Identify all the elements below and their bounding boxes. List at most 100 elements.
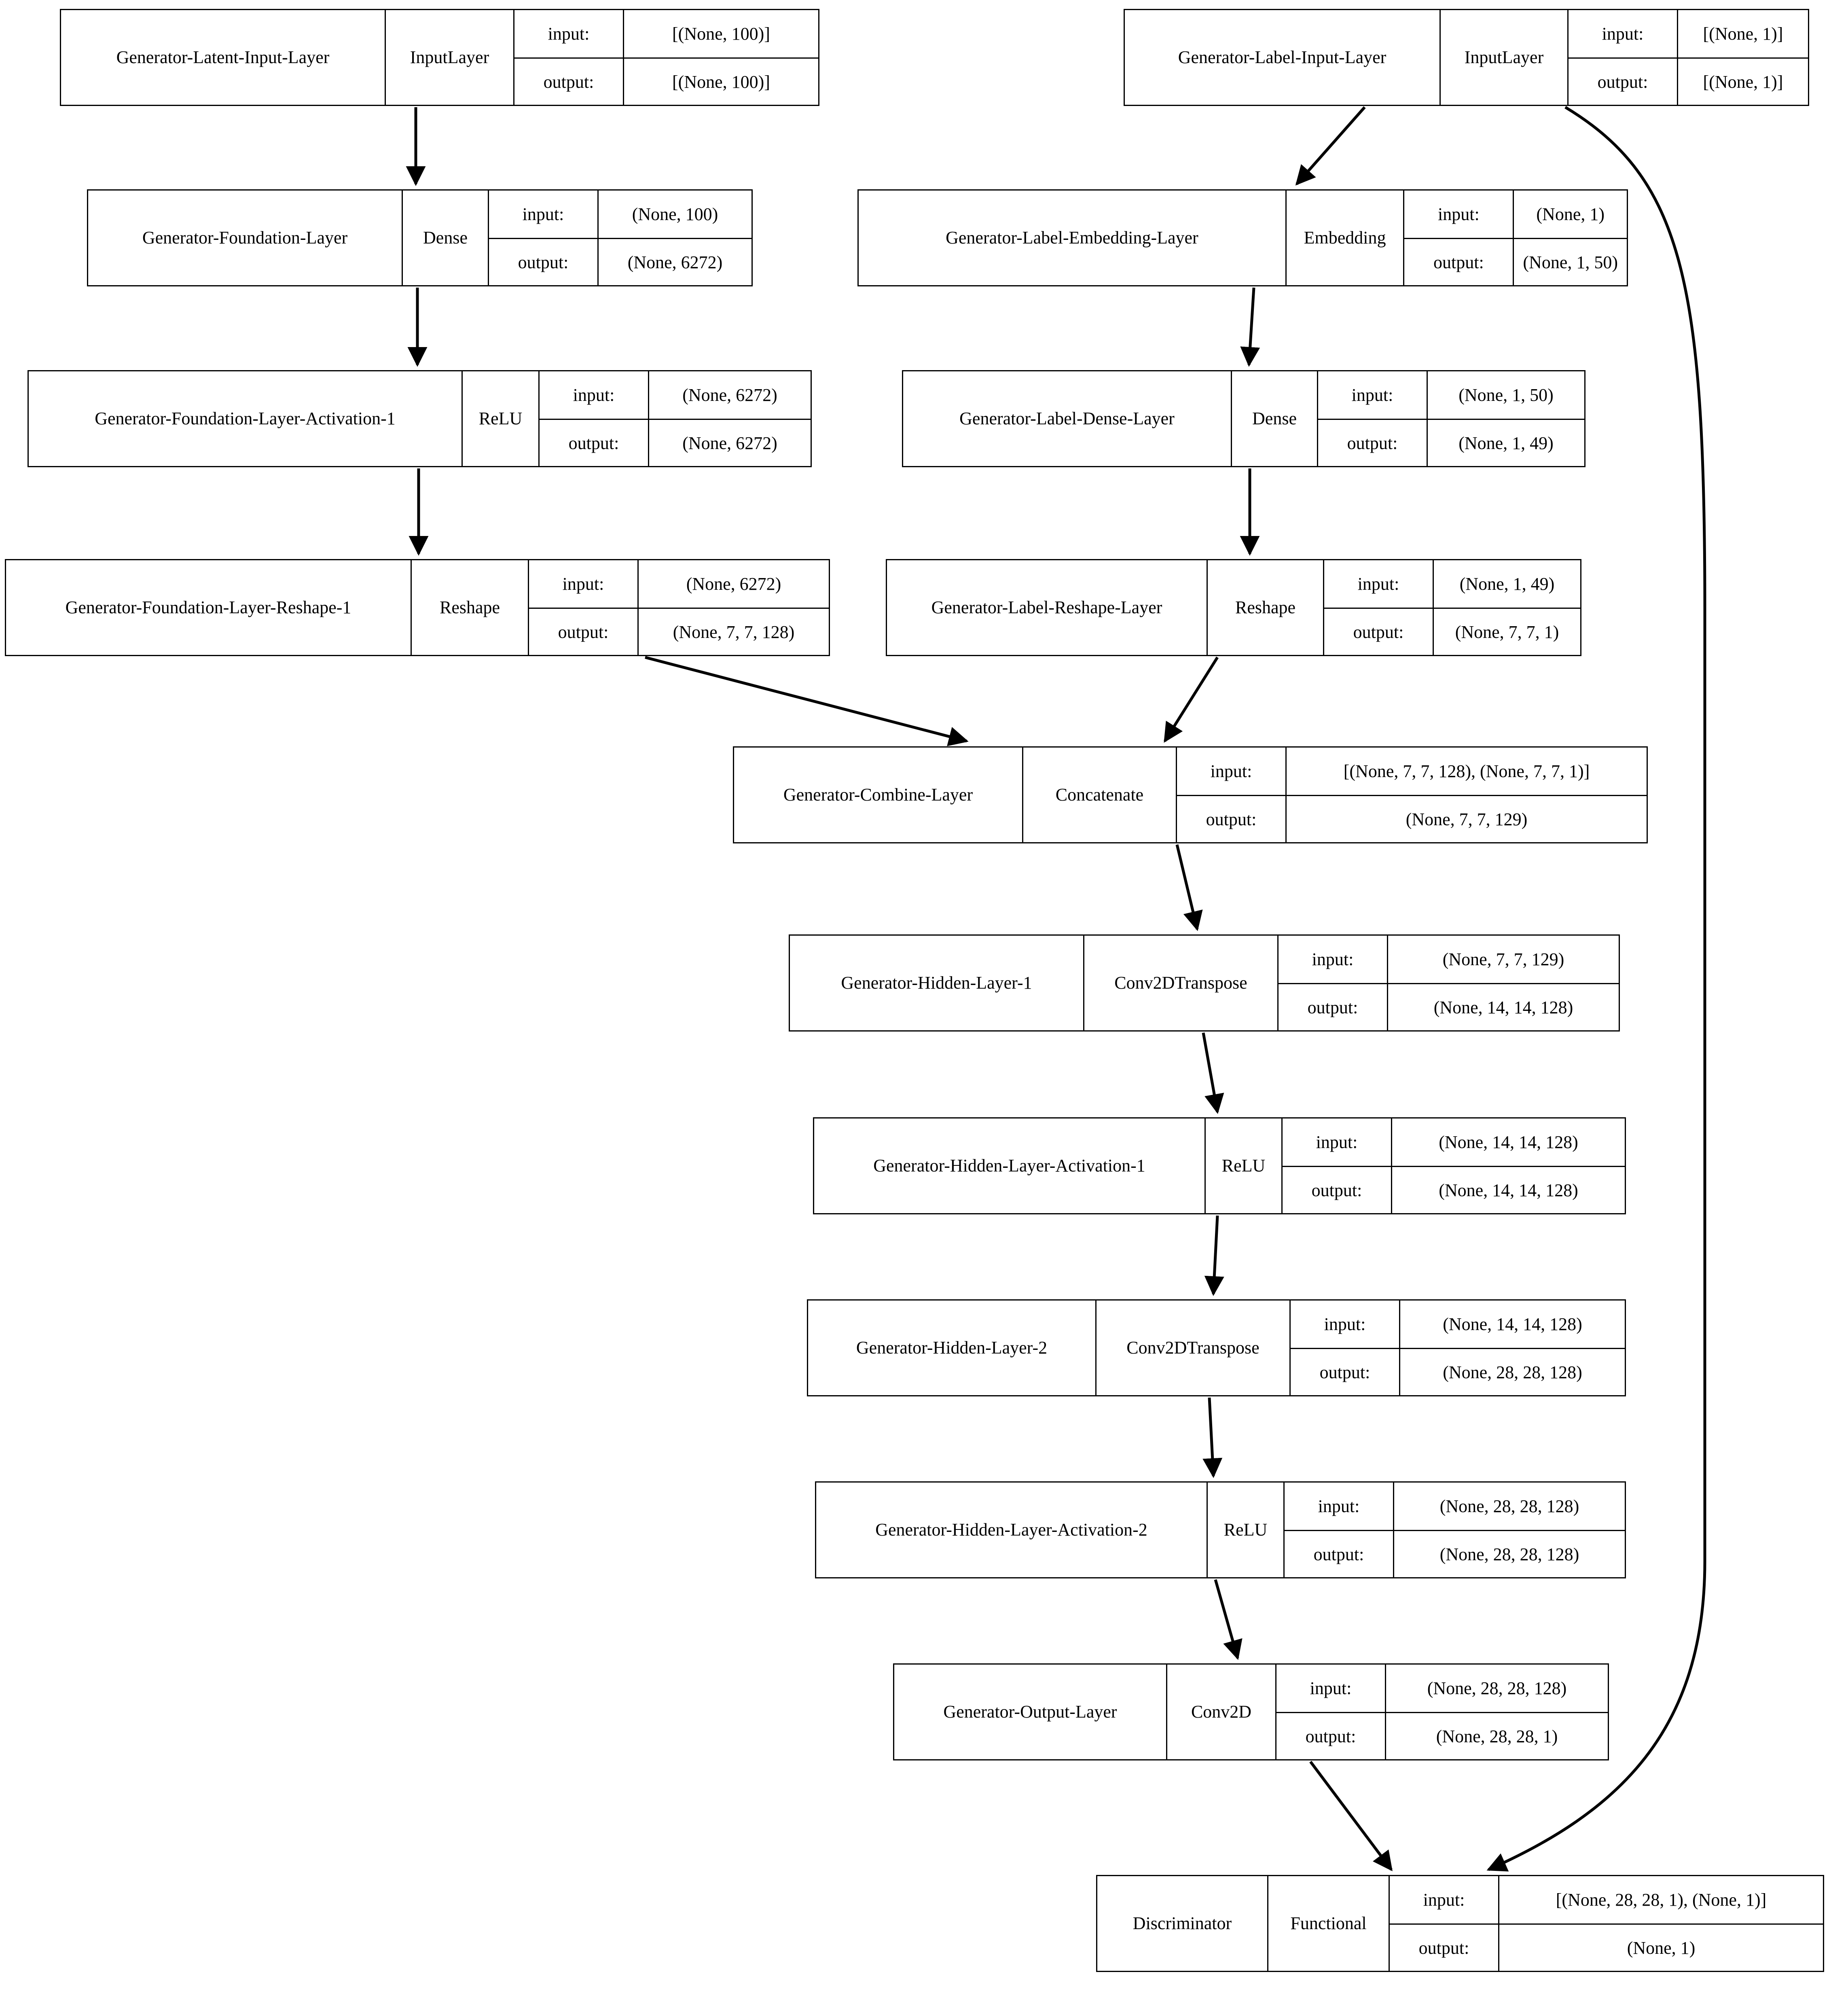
edge-output-to-discriminator xyxy=(1309,1760,1393,1871)
input-label: input: xyxy=(1438,204,1480,224)
input-shape: (None, 14, 14, 128) xyxy=(1399,1301,1625,1348)
output-shape: [(None, 100)] xyxy=(623,59,818,105)
node-io-block: input:(None, 14, 14, 128) output:(None, … xyxy=(1281,1118,1625,1213)
node-label: Generator-Hidden-Layer-Activation-2 xyxy=(875,1519,1147,1540)
output-label: output: xyxy=(1597,72,1648,92)
node-generator-label-embedding-layer[interactable]: Generator-Label-Embedding-Layer Embeddin… xyxy=(857,189,1628,286)
edge-embedding-to-label-dense xyxy=(1240,287,1260,367)
node-label: Generator-Combine-Layer xyxy=(783,784,973,805)
node-type: ReLU xyxy=(1204,1118,1281,1213)
node-label: Generator-Label-Embedding-Layer xyxy=(946,227,1198,248)
output-label: output: xyxy=(1347,433,1398,453)
node-generator-hidden-layer-activation-1[interactable]: Generator-Hidden-Layer-Activation-1 ReLU… xyxy=(813,1117,1626,1214)
output-label: output: xyxy=(1418,1938,1469,1958)
output-label: output: xyxy=(1433,252,1484,272)
node-generator-foundation-layer-reshape-1[interactable]: Generator-Foundation-Layer-Reshape-1 Res… xyxy=(5,559,830,656)
node-io-block: input:(None, 28, 28, 128) output:(None, … xyxy=(1275,1665,1608,1759)
output-label: output: xyxy=(1319,1362,1370,1382)
output-label: output: xyxy=(1206,809,1257,829)
edge-reshape1-to-combine xyxy=(645,656,969,746)
node-label: Generator-Output-Layer xyxy=(943,1701,1117,1722)
node-type: ReLU xyxy=(1207,1483,1283,1577)
input-shape: (None, 1) xyxy=(1513,191,1627,238)
node-label: Discriminator xyxy=(1133,1913,1232,1933)
input-shape: [(None, 7, 7, 128), (None, 7, 7, 1)] xyxy=(1285,748,1647,795)
node-generator-combine-layer[interactable]: Generator-Combine-Layer Concatenate inpu… xyxy=(733,746,1648,843)
input-label: input: xyxy=(1423,1890,1465,1910)
output-label: output: xyxy=(1311,1180,1362,1200)
output-shape: (None, 7, 7, 128) xyxy=(637,609,829,655)
node-generator-foundation-layer[interactable]: Generator-Foundation-Layer Dense input:(… xyxy=(87,189,753,286)
node-type: Dense xyxy=(1231,371,1317,466)
edge-hidden-activation2-to-output xyxy=(1214,1579,1243,1660)
input-shape: (None, 6272) xyxy=(648,371,811,419)
input-shape: (None, 28, 28, 128) xyxy=(1385,1665,1608,1712)
input-label: input: xyxy=(1324,1314,1366,1334)
input-label: input: xyxy=(1318,1496,1360,1516)
output-shape: (None, 14, 14, 128) xyxy=(1391,1167,1625,1213)
input-label: input: xyxy=(1310,1678,1352,1698)
node-generator-latent-input-layer[interactable]: Generator-Latent-Input-Layer InputLayer … xyxy=(60,9,819,106)
input-label: input: xyxy=(548,24,590,44)
output-shape: (None, 7, 7, 1) xyxy=(1433,609,1580,655)
node-type: InputLayer xyxy=(385,10,513,105)
input-label: input: xyxy=(573,385,615,405)
node-generator-hidden-layer-1[interactable]: Generator-Hidden-Layer-1 Conv2DTranspose… xyxy=(789,934,1620,1032)
input-shape: (None, 100) xyxy=(597,191,751,238)
node-discriminator[interactable]: Discriminator Functional input:[(None, 2… xyxy=(1096,1875,1824,1972)
input-shape: [(None, 1)] xyxy=(1677,10,1808,57)
input-shape: (None, 14, 14, 128) xyxy=(1391,1118,1625,1166)
node-type: Reshape xyxy=(411,560,528,655)
node-label: Generator-Hidden-Layer-1 xyxy=(841,972,1032,993)
output-label: output: xyxy=(558,622,609,642)
node-type: Concatenate xyxy=(1022,748,1176,842)
node-generator-hidden-layer-activation-2[interactable]: Generator-Hidden-Layer-Activation-2 ReLU… xyxy=(815,1481,1626,1578)
node-generator-hidden-layer-2[interactable]: Generator-Hidden-Layer-2 Conv2DTranspose… xyxy=(807,1299,1626,1396)
output-shape: (None, 7, 7, 129) xyxy=(1285,796,1647,842)
output-shape: (None, 28, 28, 1) xyxy=(1385,1713,1608,1759)
edge-combine-to-hidden1 xyxy=(1175,844,1203,931)
output-shape: (None, 28, 28, 128) xyxy=(1393,1531,1625,1577)
node-label: Generator-Hidden-Layer-2 xyxy=(856,1337,1048,1358)
node-type: Conv2DTranspose xyxy=(1095,1301,1289,1395)
node-io-block: input: [(None, 7, 7, 128), (None, 7, 7, 1… xyxy=(1176,748,1647,842)
input-label: input: xyxy=(562,574,604,594)
input-shape: (None, 1, 50) xyxy=(1427,371,1584,419)
node-label: Generator-Label-Reshape-Layer xyxy=(931,597,1162,617)
node-generator-output-layer[interactable]: Generator-Output-Layer Conv2D input:(Non… xyxy=(893,1663,1609,1760)
node-io-block: input:(None, 7, 7, 129) output:(None, 14… xyxy=(1277,936,1619,1030)
output-shape: (None, 6272) xyxy=(648,420,811,466)
node-generator-label-dense-layer[interactable]: Generator-Label-Dense-Layer Dense input:… xyxy=(902,370,1586,467)
node-label: Generator-Label-Dense-Layer xyxy=(959,408,1175,428)
input-label: input: xyxy=(1210,761,1252,781)
output-shape: (None, 6272) xyxy=(597,239,751,285)
node-generator-foundation-layer-activation-1[interactable]: Generator-Foundation-Layer-Activation-1 … xyxy=(28,370,812,467)
input-label: input: xyxy=(1351,385,1393,405)
node-io-block: input:(None, 6272) output:(None, 6272) xyxy=(538,371,811,466)
input-label: input: xyxy=(1312,949,1354,969)
node-label: Generator-Latent-Input-Layer xyxy=(116,47,330,67)
input-label: input: xyxy=(1357,574,1399,594)
output-shape: (None, 1) xyxy=(1498,1925,1823,1971)
input-label: input: xyxy=(522,204,564,224)
output-shape: [(None, 1)] xyxy=(1677,59,1808,105)
output-label: output: xyxy=(543,72,594,92)
node-label: Generator-Foundation-Layer-Reshape-1 xyxy=(65,597,351,617)
output-shape: (None, 1, 50) xyxy=(1513,239,1627,285)
node-io-block: input:(None, 6272) output:(None, 7, 7, 1… xyxy=(528,560,829,655)
node-type: Dense xyxy=(402,191,488,285)
input-label: input: xyxy=(1602,24,1644,44)
node-type: Embedding xyxy=(1285,191,1403,285)
node-io-block: input:(None, 14, 14, 128) output:(None, … xyxy=(1289,1301,1625,1395)
node-label: Generator-Foundation-Layer-Activation-1 xyxy=(95,408,396,428)
node-generator-label-input-layer[interactable]: Generator-Label-Input-Layer InputLayer i… xyxy=(1124,9,1809,106)
output-shape: (None, 14, 14, 128) xyxy=(1387,984,1619,1030)
node-io-block: input:(None, 100) output:(None, 6272) xyxy=(488,191,751,285)
node-generator-label-reshape-layer[interactable]: Generator-Label-Reshape-Layer Reshape in… xyxy=(886,559,1581,656)
node-io-block: input: [(None, 28, 28, 1), (None, 1)] out… xyxy=(1389,1876,1823,1971)
input-shape: [(None, 28, 28, 1), (None, 1)] xyxy=(1498,1876,1823,1923)
node-type: Reshape xyxy=(1207,560,1323,655)
output-label: output: xyxy=(1307,997,1358,1017)
edge-hidden-activation1-to-hidden2 xyxy=(1204,1215,1224,1296)
